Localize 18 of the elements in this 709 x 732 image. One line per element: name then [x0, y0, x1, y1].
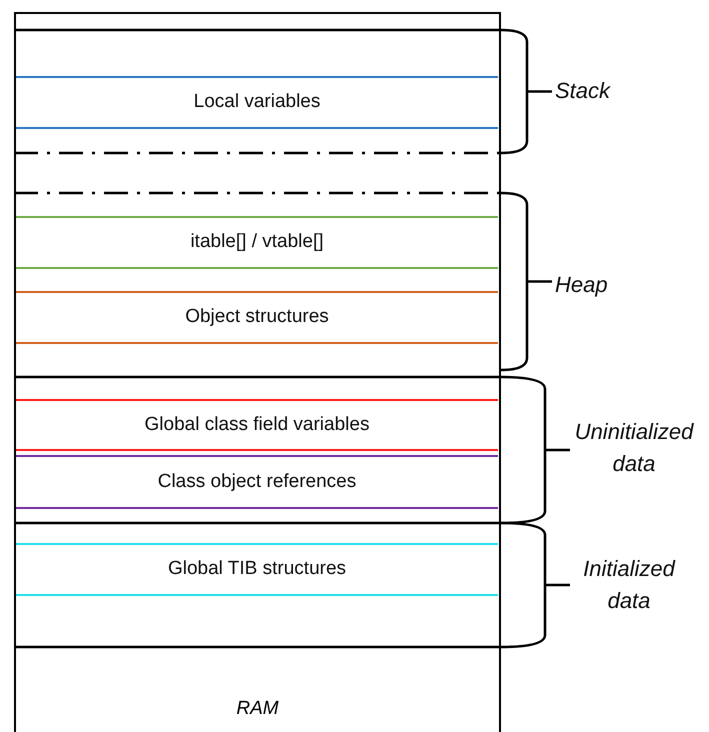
region-label: Stack — [555, 77, 612, 105]
band-label: itable[] / vtable[] — [190, 231, 324, 253]
memory-band — [16, 398, 498, 450]
memory-band — [16, 216, 498, 268]
band-label: Global class field variables — [144, 414, 370, 436]
band-label: Global TIB structures — [168, 558, 346, 580]
region-label: Heap — [555, 271, 609, 299]
memory-title: RAM — [235, 698, 280, 720]
memory-band — [16, 454, 498, 508]
band-label: Local variables — [194, 91, 320, 113]
band-label: Object structures — [185, 306, 329, 328]
memory-block — [14, 12, 501, 732]
region-label: Initialized data — [582, 555, 676, 615]
memory-band — [16, 290, 498, 344]
memory-band — [16, 76, 498, 128]
region-label: Uninitialized data — [574, 418, 695, 478]
memory-band — [16, 542, 498, 596]
band-label: Class object references — [158, 470, 356, 492]
